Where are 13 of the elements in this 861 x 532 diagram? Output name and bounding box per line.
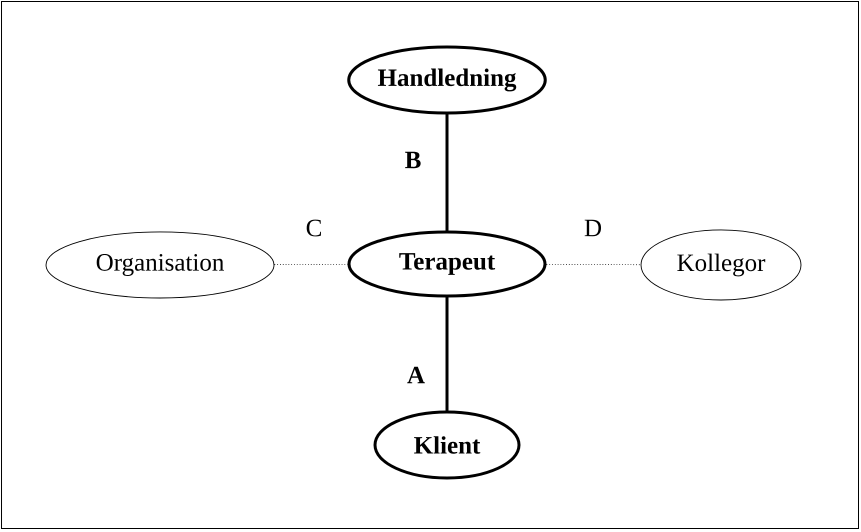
edge-label: C <box>306 220 321 236</box>
ellipse-node: Klient <box>374 410 520 480</box>
edge-label: A <box>407 366 425 384</box>
ellipse-node: Organisation <box>46 232 274 298</box>
connector-line <box>446 114 448 230</box>
ellipse-node: Handledning <box>347 46 547 114</box>
edge-label: D <box>584 220 602 236</box>
edge-label: B <box>405 152 421 168</box>
connector-line <box>546 264 641 266</box>
ellipse-node: Terapeut <box>348 230 546 298</box>
connector-line <box>274 264 348 265</box>
ellipse-node: Kollegor <box>640 230 802 300</box>
connector-line <box>446 297 448 410</box>
